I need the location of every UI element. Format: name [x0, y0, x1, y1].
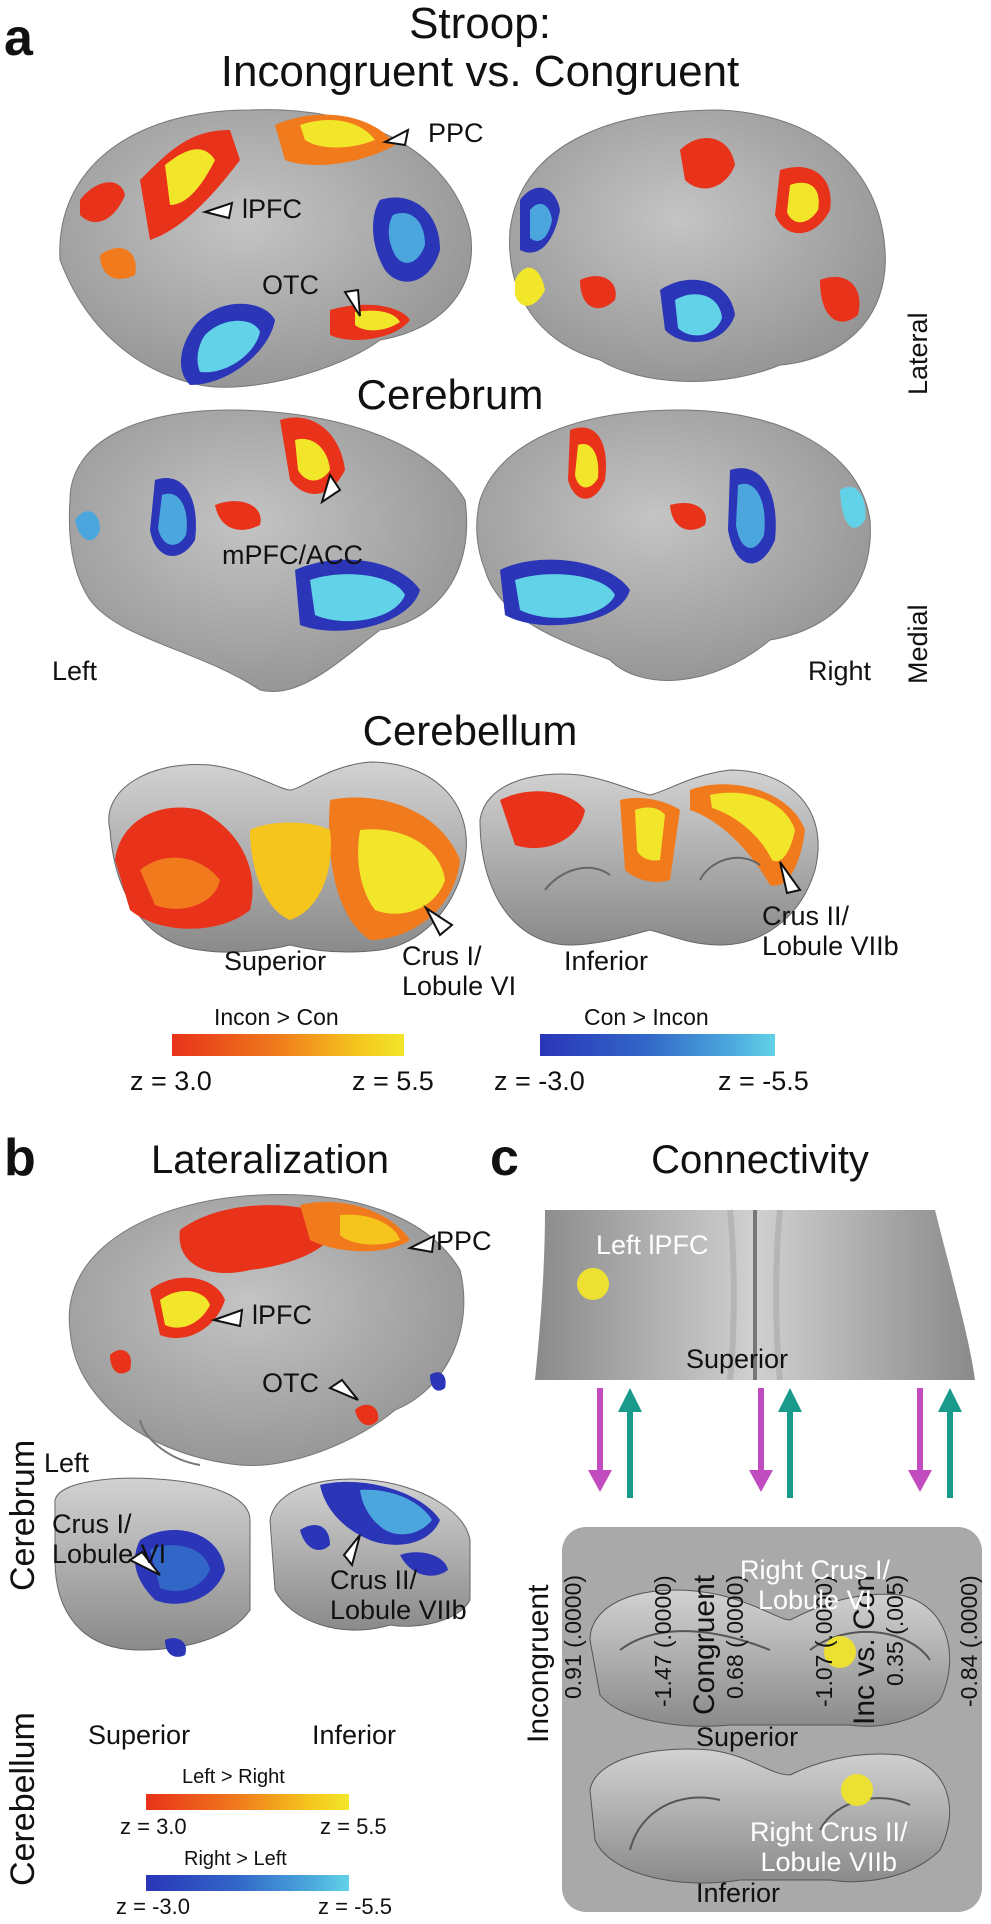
crus2-arrowhead: [779, 861, 802, 895]
cerebellum-inferior: [479, 769, 819, 946]
b-warm-colorbar-min: z = 3.0: [120, 1814, 187, 1839]
lpfc-arrowhead: [201, 201, 234, 220]
b-left-label: Left: [44, 1448, 90, 1478]
cerebellum-label: Cerebellum: [362, 707, 578, 754]
condition-name-1: Congruent: [688, 1574, 721, 1715]
cool-colorbar-title: Con > Incon: [584, 1004, 709, 1030]
lateral-right-brain: [509, 109, 886, 382]
cerebrum-label: Cerebrum: [356, 371, 544, 418]
target1-label-line1: Right Crus I/: [740, 1555, 891, 1585]
seed-label: Left lPFC: [596, 1230, 709, 1260]
crus1-label-line2: Lobule VI: [402, 970, 517, 1001]
b-crus2-label-line1: Crus II/: [330, 1565, 418, 1595]
condition-down-0: 0.91 (.0000): [560, 1574, 586, 1699]
b-ppc-arrowhead: [406, 1234, 436, 1254]
crus2-label-line2: Lobule VIIb: [762, 930, 899, 961]
seed-dot-left-lpfc: [577, 1268, 609, 1300]
stroop-cool-colorbar: [540, 1034, 775, 1056]
lpfc-label: lPFC: [242, 194, 302, 224]
b-crus2-label: Crus II/ Lobule VIIb: [330, 1565, 467, 1625]
panel-b-arrowheads: [128, 1234, 436, 1576]
c-cb-inferior-label: Inferior: [696, 1878, 781, 1908]
otc-label: OTC: [262, 270, 319, 300]
cool-colorbar-max: z = -5.5: [718, 1066, 809, 1096]
crus1-label-line1: Crus I/: [402, 941, 482, 971]
crus2-label-line1: Crus II/: [762, 901, 850, 931]
b-crus1-arrowhead: [128, 1550, 161, 1576]
lateralization-cerebellum-inferior: [269, 1478, 471, 1631]
ppc-label: PPC: [428, 118, 484, 148]
target-dot-crus1: [824, 1636, 856, 1668]
inferior-view-label: Inferior: [564, 946, 649, 976]
condition-up-0: -1.47 (.0000): [650, 1575, 676, 1707]
condition-up-2: -0.84 (.0000): [956, 1575, 982, 1707]
panel-letter-a: a: [4, 9, 33, 67]
crus2-label: Crus II/ Lobule VIIb: [762, 901, 899, 961]
b-cerebrum-label: Cerebrum: [4, 1439, 42, 1591]
target-dot-crus2: [841, 1774, 873, 1806]
target1-label: Right Crus I/ Lobule VI: [740, 1555, 891, 1615]
crus1-arrowhead: [423, 905, 454, 937]
connectivity-title: Connectivity: [651, 1138, 869, 1182]
stroop-title: Stroop: Incongruent vs. Congruent: [160, 0, 800, 97]
medial-left-brain: [68, 409, 468, 692]
b-warm-colorbar-title: Left > Right: [182, 1766, 285, 1788]
warm-colorbar-title: Incon > Con: [214, 1004, 339, 1030]
stroop-title-line2: Incongruent vs. Congruent: [220, 47, 740, 97]
b-crus2-label-line2: Lobule VIIb: [330, 1594, 467, 1625]
lateralization-title: Lateralization: [151, 1138, 389, 1182]
lateral-left-brain: [59, 109, 472, 388]
stroop-warm-colorbar: [172, 1034, 404, 1056]
panel-letter-b: b: [4, 1129, 36, 1187]
b-otc-arrowhead: [327, 1378, 359, 1401]
target2-label: Right Crus II/ Lobule VIIb: [750, 1817, 908, 1877]
b-superior-view-label: Superior: [88, 1720, 191, 1750]
mpfc-acc-label: mPFC/ACC: [222, 540, 363, 570]
b-inferior-view-label: Inferior: [312, 1720, 397, 1750]
b-lpfc-label: lPFC: [252, 1300, 312, 1330]
c-cb-superior-label: Superior: [696, 1722, 799, 1752]
lateral-cool-colorbar: [146, 1875, 349, 1891]
b-crus1-label-line1: Crus I/: [52, 1509, 132, 1539]
b-crus2-arrowhead: [342, 1534, 361, 1568]
stroop-title-line1: Stroop:: [409, 0, 551, 48]
connectivity-cerebellum-box: [562, 1527, 982, 1912]
warm-colorbar-min: z = 3.0: [130, 1066, 212, 1096]
b-cool-colorbar-max: z = -5.5: [318, 1894, 392, 1919]
c-superior-label: Superior: [686, 1344, 789, 1374]
b-cool-colorbar-title: Right > Left: [184, 1848, 287, 1870]
mpfc-arrowhead: [320, 472, 342, 505]
b-lpfc-arrowhead: [210, 1308, 244, 1328]
b-crus1-label-line2: Lobule VI: [52, 1538, 167, 1569]
warm-colorbar-max: z = 5.5: [352, 1066, 434, 1096]
ppc-arrowhead: [381, 128, 410, 147]
condition-name-0: Incongruent: [522, 1584, 555, 1743]
target1-label-line2: Lobule VI: [757, 1584, 873, 1615]
medial-label: Medial: [903, 604, 933, 684]
b-warm-colorbar-max: z = 5.5: [320, 1814, 387, 1839]
b-cerebellum-label: Cerebellum: [4, 1712, 42, 1886]
b-ppc-label: PPC: [436, 1226, 492, 1256]
lateral-label: Lateral: [903, 312, 933, 395]
lateralization-brain: [68, 1193, 465, 1467]
otc-arrowhead: [343, 288, 361, 317]
medial-right-brain: [476, 409, 871, 681]
b-crus1-label: Crus I/ Lobule VI: [52, 1509, 167, 1569]
panel-letter-c: c: [490, 1129, 519, 1187]
left-hemisphere-label: Left: [52, 656, 98, 686]
superior-view-label: Superior: [224, 946, 327, 976]
cerebellum-superior: [108, 761, 467, 953]
b-cool-colorbar-min: z = -3.0: [116, 1894, 190, 1919]
lateral-warm-colorbar: [146, 1794, 349, 1810]
target2-label-line2: Lobule VIIb: [760, 1846, 898, 1877]
crus1-label: Crus I/ Lobule VI: [402, 941, 517, 1001]
panel-a-arrowheads: [201, 128, 802, 937]
target2-label-line1: Right Crus II/: [750, 1817, 908, 1847]
connectivity-cerebrum-top: [535, 1209, 975, 1381]
b-otc-label: OTC: [262, 1368, 319, 1398]
cool-colorbar-min: z = -3.0: [494, 1066, 585, 1096]
right-hemisphere-label: Right: [808, 656, 872, 686]
connectivity-arrows: [588, 1388, 962, 1498]
